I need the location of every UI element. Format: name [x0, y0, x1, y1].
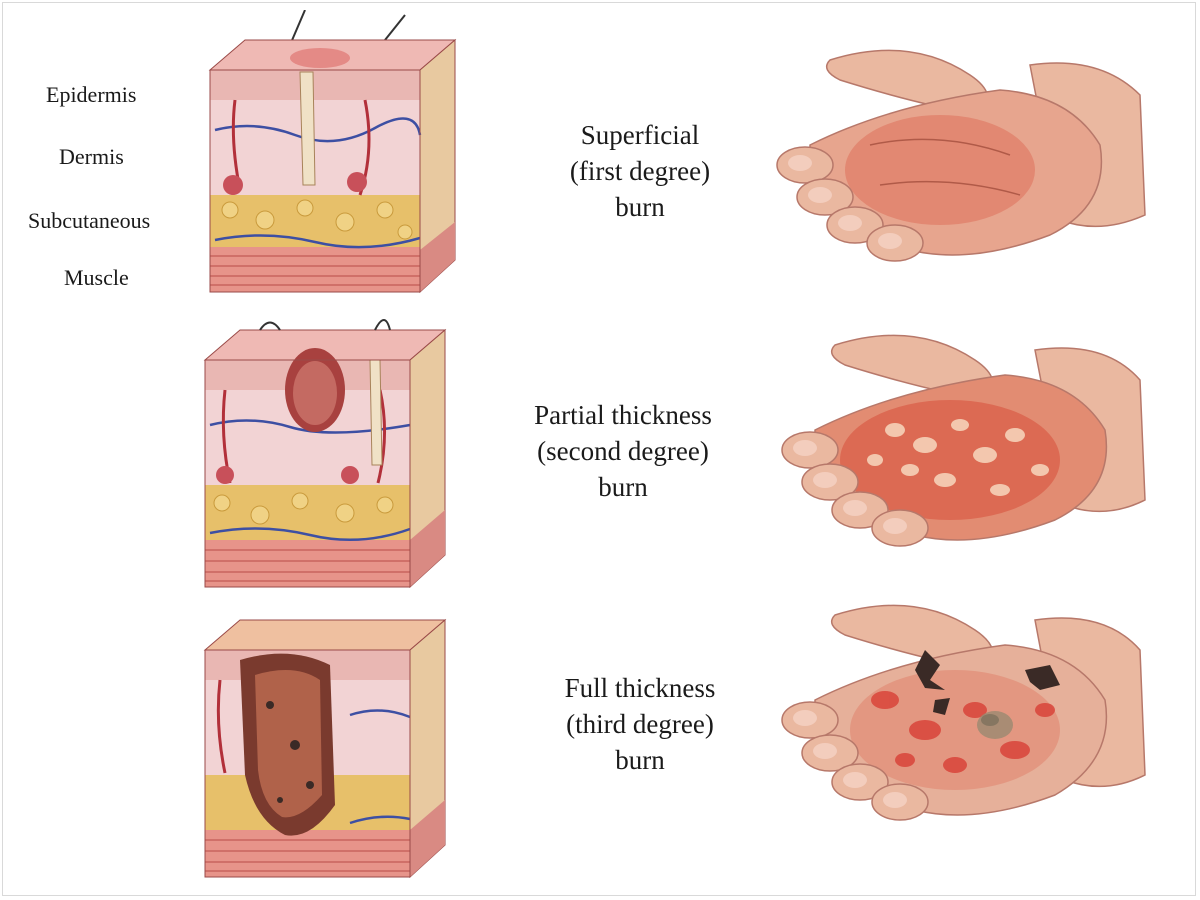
caption-full-thickness-line3: burn: [615, 745, 665, 775]
caption-partial-thickness-line1: Partial thickness: [534, 400, 712, 430]
caption-superficial-line2: (first degree): [569, 156, 711, 186]
caption-full-thickness: Full thickness (third degree) burn: [490, 670, 790, 778]
caption-partial-thickness-line2: (second degree): [537, 436, 709, 466]
caption-superficial: Superficial (first degree) burn: [490, 117, 790, 225]
caption-full-thickness-line2: (third degree): [566, 709, 714, 739]
caption-superficial-line1: Superficial: [580, 120, 700, 150]
caption-partial-thickness-line3: burn: [598, 472, 648, 502]
label-dermis: Dermis: [59, 144, 124, 169]
caption-superficial-line3: burn: [615, 192, 665, 222]
label-subcutaneous: Subcutaneous: [28, 208, 151, 233]
hand-illustration-full-thickness: [775, 590, 1160, 840]
label-muscle: Muscle: [64, 265, 129, 290]
skin-block-full-thickness: [200, 605, 455, 885]
skin-block-superficial: [205, 10, 460, 302]
hand-illustration-superficial: [770, 35, 1155, 275]
hand-illustration-partial-thickness: [775, 320, 1160, 560]
label-epidermis: Epidermis: [46, 82, 137, 107]
skin-block-partial-thickness: [200, 315, 455, 595]
caption-full-thickness-line1: Full thickness: [564, 673, 716, 703]
caption-partial-thickness: Partial thickness (second degree) burn: [473, 397, 773, 505]
